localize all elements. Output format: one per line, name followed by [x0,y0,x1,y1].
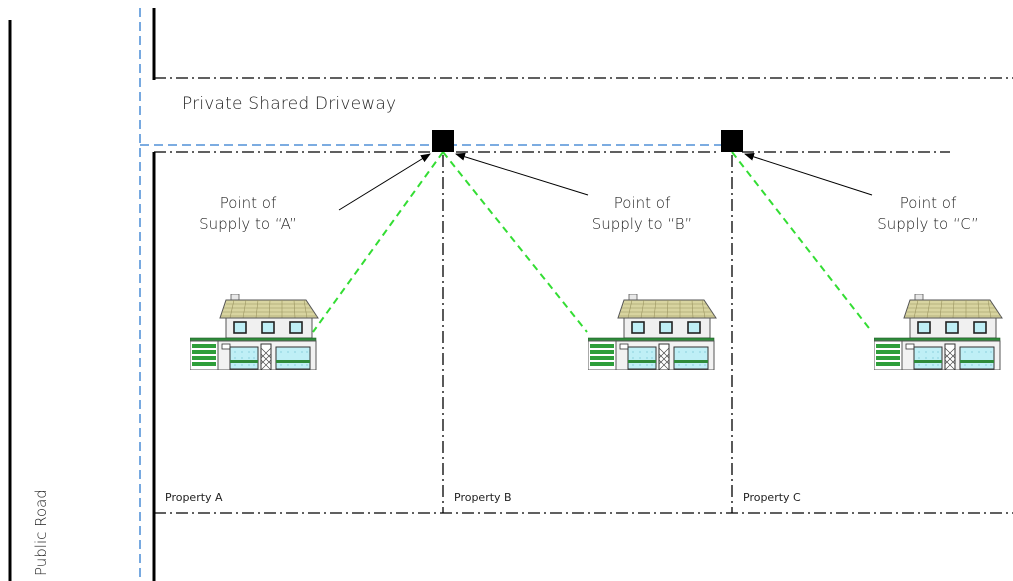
property-boundaries [154,77,1013,514]
supply-pointer-arrows [338,152,873,211]
supply-label-c: Point of Supply to “C” [877,194,979,233]
house-icon [874,294,1003,370]
property-label-b: Property B [454,491,512,504]
house-icon [588,294,717,370]
public-road-label: Public Road [32,489,50,576]
supply-box-icon [721,130,743,152]
supply-label-a: Point of Supply to “A” [199,194,297,233]
property-label-c: Property C [743,491,801,504]
house-icon [190,294,319,370]
driveway-label: Private Shared Driveway [182,94,397,114]
supply-box-icon [432,130,454,152]
supply-label-b: Point of Supply to “B” [591,194,693,233]
property-label-a: Property A [165,491,223,504]
service-cables [312,151,873,333]
